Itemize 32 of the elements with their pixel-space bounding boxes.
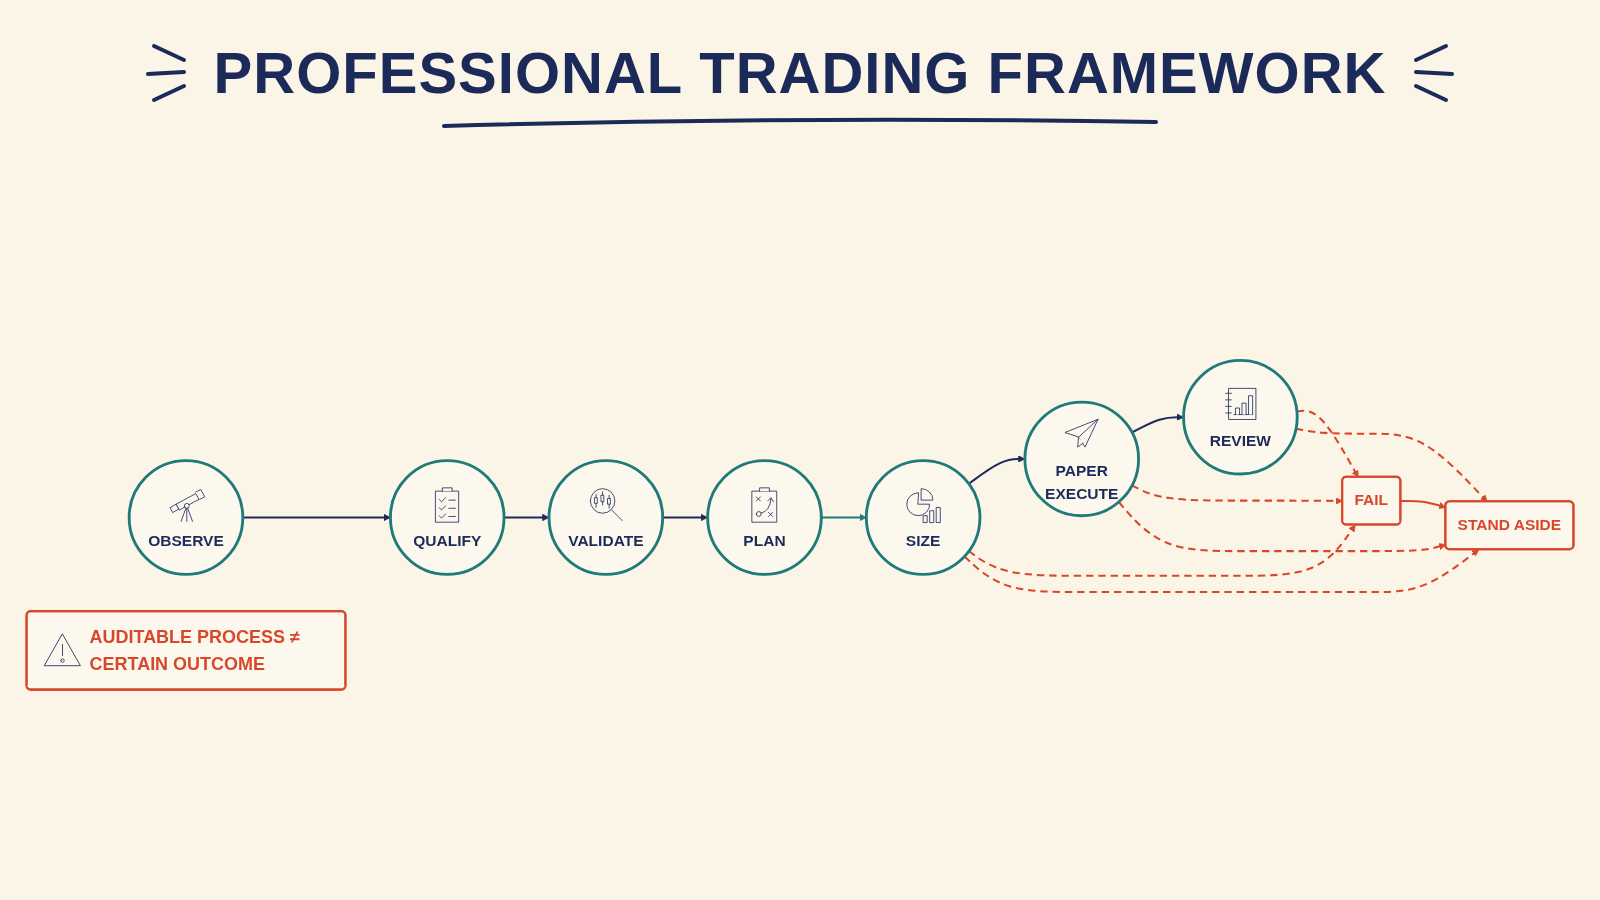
arrow [242,513,391,522]
arrow [1131,484,1343,505]
warning-banner [25,610,347,691]
step-label: PLAN [743,531,786,552]
step-circle [127,459,245,576]
step-label: PAPER EXECUTE [1044,460,1120,505]
diagram-title: PROFESSIONAL TRADING FRAMEWORK [213,41,1387,105]
step-circle [706,459,823,576]
step-circle [864,459,982,576]
arrow [504,513,550,522]
warning-text: AUDITABLE PROCESS ≠ CERTAIN OUTCOME [89,625,301,677]
arrow [821,513,867,522]
outcome-box [1341,475,1402,526]
step-label: OBSERVE [148,531,224,552]
step-circle [388,459,506,576]
arrow [968,524,1356,577]
arrow [963,549,1480,594]
arrow [662,513,708,522]
step-label: VALIDATE [568,531,644,552]
step-label: REVIEW [1209,430,1271,451]
arrow [1118,501,1447,553]
outcome-label: STAND ASIDE [1457,515,1562,536]
step-circle [1182,358,1299,476]
step-label: SIZE [905,531,941,552]
step-label: QUALIFY [413,531,482,552]
step-circle [547,459,665,576]
arrow [1400,499,1447,510]
outcome-label: FAIL [1354,490,1389,511]
outcome-box [1444,500,1575,551]
step-circle [1023,400,1140,518]
arrow [1131,413,1184,434]
arrow [968,455,1026,485]
